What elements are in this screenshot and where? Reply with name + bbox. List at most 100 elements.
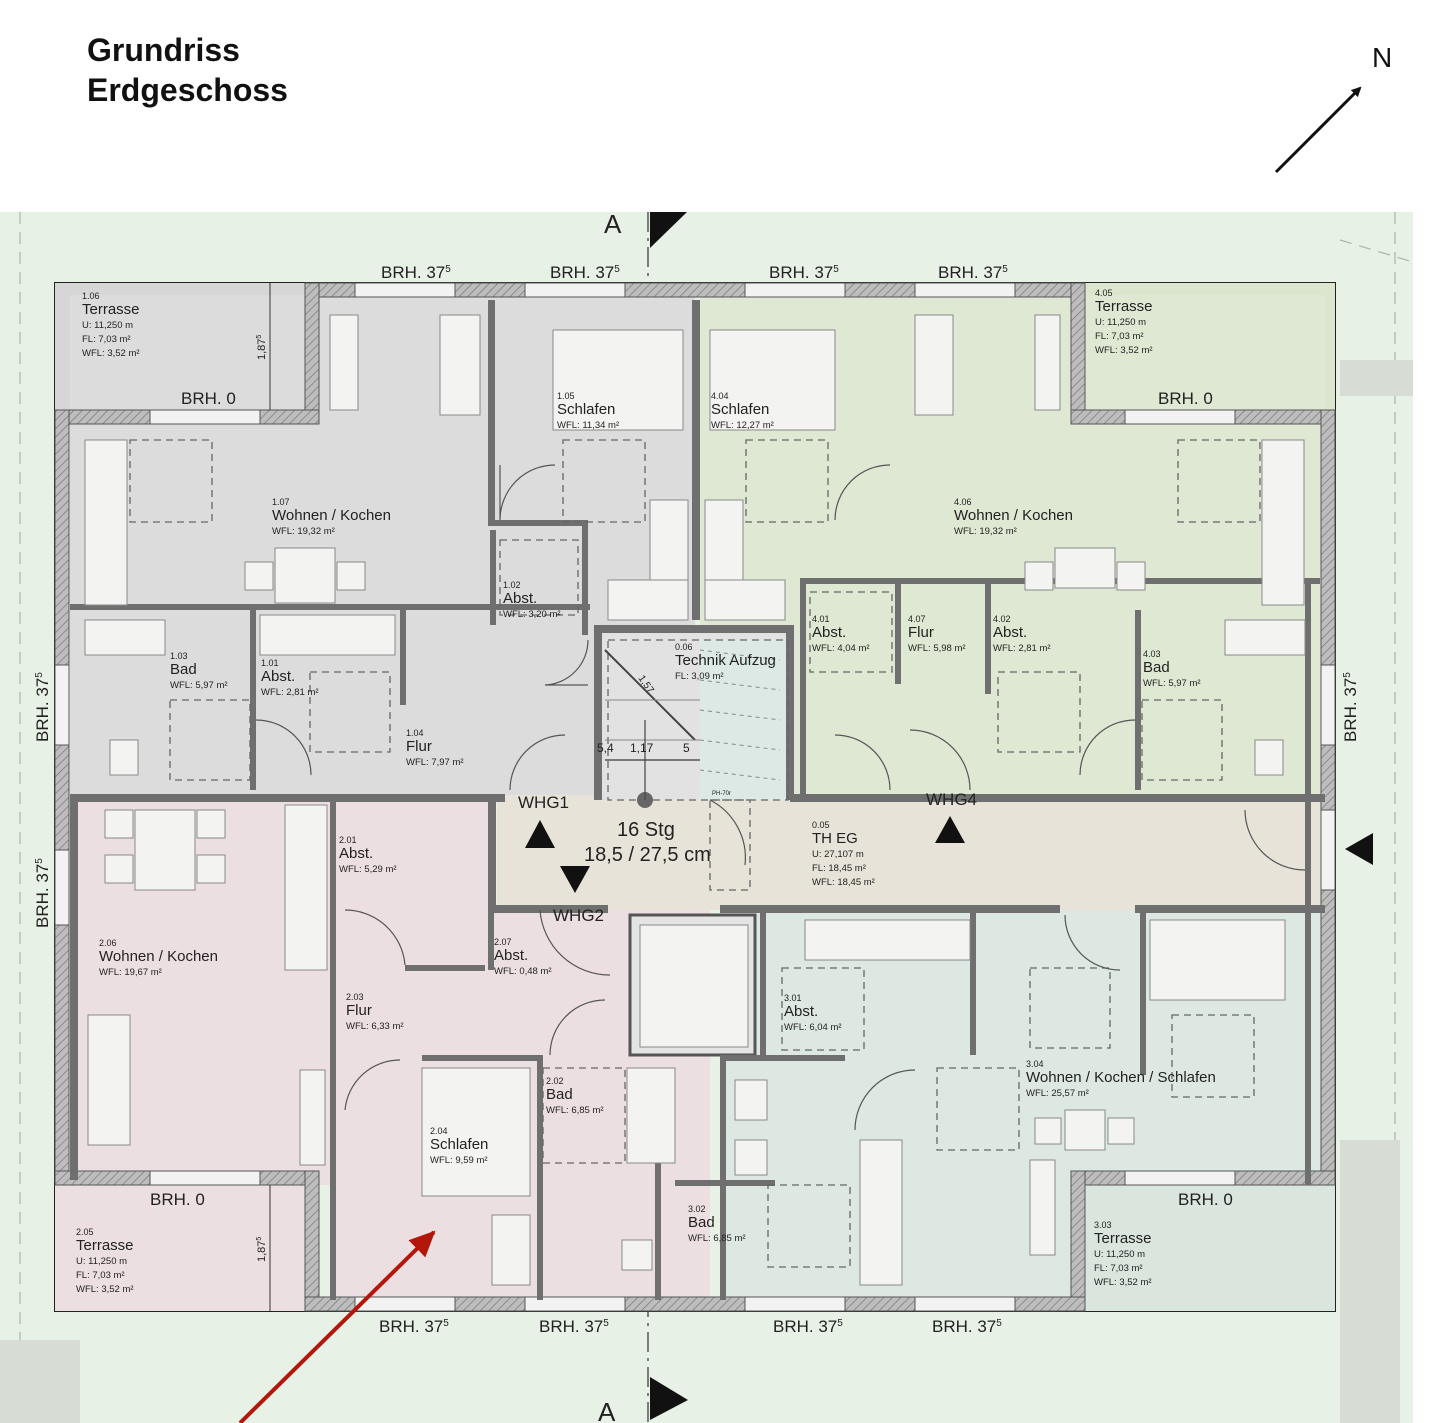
room-area-line: WFL: 5,98 m² xyxy=(908,643,966,654)
room-area-line: WFL: 19,32 m² xyxy=(272,526,335,537)
brh-label: BRH. 37 xyxy=(33,864,52,928)
dim-label: 1,87 xyxy=(256,1241,268,1262)
room-number: 2.06 xyxy=(99,938,117,948)
room-area-line: U: 11,250 m xyxy=(82,320,133,331)
door-swings xyxy=(255,464,1306,1131)
room-name: TH EG xyxy=(812,830,858,847)
svg-text:BRH. 375: BRH. 375 xyxy=(769,263,839,282)
room-number: 2.01 xyxy=(339,835,357,845)
room-name: Wohnen / Kochen / Schlafen xyxy=(1026,1069,1216,1086)
room-name: Schlafen xyxy=(711,401,769,418)
exterior-walls xyxy=(54,282,1336,1312)
svg-text:BRH. 375: BRH. 375 xyxy=(379,1317,449,1336)
room-name: Schlafen xyxy=(430,1136,488,1153)
brh-sup: 5 xyxy=(833,264,839,275)
stair-treads xyxy=(604,649,781,808)
room-name: Abst. xyxy=(812,624,846,641)
room-area-line: WFL: 6,85 m² xyxy=(688,1233,746,1244)
room-name: Abst. xyxy=(503,590,537,607)
stair-dim-left: 5,4 xyxy=(597,741,614,755)
room-area-line: U: 27,107 m xyxy=(812,849,864,860)
room-number: 1.03 xyxy=(170,651,188,661)
brh-zero-label: BRH. 0 xyxy=(150,1190,205,1209)
stair-steps-label: 16 Stg xyxy=(617,819,675,841)
brh-label: BRH. 37 xyxy=(938,263,1002,282)
brh-sup: 5 xyxy=(443,1318,449,1329)
room-area-line: WFL: 4,04 m² xyxy=(812,643,870,654)
brh-sup: 5 xyxy=(1342,672,1353,678)
unit-label-whg4: WHG4 xyxy=(926,790,977,809)
room-number: 1.04 xyxy=(406,728,424,738)
room-name: Technik Aufzug xyxy=(675,652,776,669)
room-number: 4.07 xyxy=(908,614,926,624)
room-area-line: WFL: 5,97 m² xyxy=(1143,678,1201,689)
stair-dim-width: 1,17 xyxy=(630,741,654,755)
room-name: Terrasse xyxy=(1094,1230,1152,1247)
room-area-line: WFL: 11,34 m² xyxy=(557,420,619,431)
room-name: Wohnen / Kochen xyxy=(272,507,391,524)
room-name: Terrasse xyxy=(1095,298,1153,315)
room-number: 4.03 xyxy=(1143,649,1161,659)
svg-text:BRH. 375: BRH. 375 xyxy=(550,263,620,282)
room-number: 2.02 xyxy=(546,1076,564,1086)
svg-text:BRH. 375: BRH. 375 xyxy=(1341,672,1360,742)
room-area-line: WFL: 3,52 m² xyxy=(1095,345,1153,356)
svg-text:BRH. 375: BRH. 375 xyxy=(932,1317,1002,1336)
brh-sup: 5 xyxy=(837,1318,843,1329)
section-bottom-icon xyxy=(650,1377,688,1420)
unit-label-whg1: WHG1 xyxy=(518,793,569,812)
room-number: 1.01 xyxy=(261,658,279,668)
brh-label: BRH. 37 xyxy=(773,1317,837,1336)
brh-label: BRH. 37 xyxy=(1341,678,1360,742)
brh-label: BRH. 37 xyxy=(379,1317,443,1336)
room-area-line: WFL: 3,52 m² xyxy=(1094,1277,1152,1288)
room-area-line: WFL: 3,52 m² xyxy=(76,1284,134,1295)
room-number: 1.05 xyxy=(557,391,575,401)
stair-ph-label: PH-70r xyxy=(712,791,731,797)
room-name: Flur xyxy=(346,1002,372,1019)
section-label-top: A xyxy=(604,209,622,239)
brh-sup: 5 xyxy=(34,672,45,678)
room-number: 3.03 xyxy=(1094,1220,1112,1230)
unit-label-whg2: WHG2 xyxy=(553,906,604,925)
room-area-line: WFL: 5,97 m² xyxy=(170,680,228,691)
room-area-line: FL: 7,03 m² xyxy=(82,334,131,345)
room-area-line: FL: 7,03 m² xyxy=(1094,1263,1143,1274)
whg2-entry-icon xyxy=(560,866,590,893)
room-area-line: WFL: 5,29 m² xyxy=(339,864,397,875)
section-label-bottom: A xyxy=(598,1397,616,1423)
svg-text:BRH. 375: BRH. 375 xyxy=(938,263,1008,282)
room-name: Flur xyxy=(908,624,934,641)
room-name: Bad xyxy=(688,1214,715,1231)
furniture-dashed xyxy=(129,439,1261,1268)
section-top-icon xyxy=(650,212,687,248)
room-number: 4.02 xyxy=(993,614,1011,624)
brh-label: BRH. 37 xyxy=(550,263,614,282)
room-area-line: WFL: 12,27 m² xyxy=(711,420,774,431)
brh-label: BRH. 37 xyxy=(769,263,833,282)
room-number: 4.06 xyxy=(954,497,972,507)
room-number: 2.04 xyxy=(430,1126,448,1136)
brh-sup: 5 xyxy=(1002,264,1008,275)
entrance-markers xyxy=(525,212,1373,1420)
dim-label: 1,87 xyxy=(256,339,268,360)
room-area-line: WFL: 6,04 m² xyxy=(784,1022,842,1033)
room-area-line: WFL: 18,45 m² xyxy=(812,877,875,888)
room-number: 1.02 xyxy=(503,580,521,590)
dim-sup: 5 xyxy=(256,335,263,339)
room-number: 3.02 xyxy=(688,1204,706,1214)
room-name: Wohnen / Kochen xyxy=(99,948,218,965)
svg-text:BRH. 375: BRH. 375 xyxy=(381,263,451,282)
svg-text:BRH. 375: BRH. 375 xyxy=(773,1317,843,1336)
